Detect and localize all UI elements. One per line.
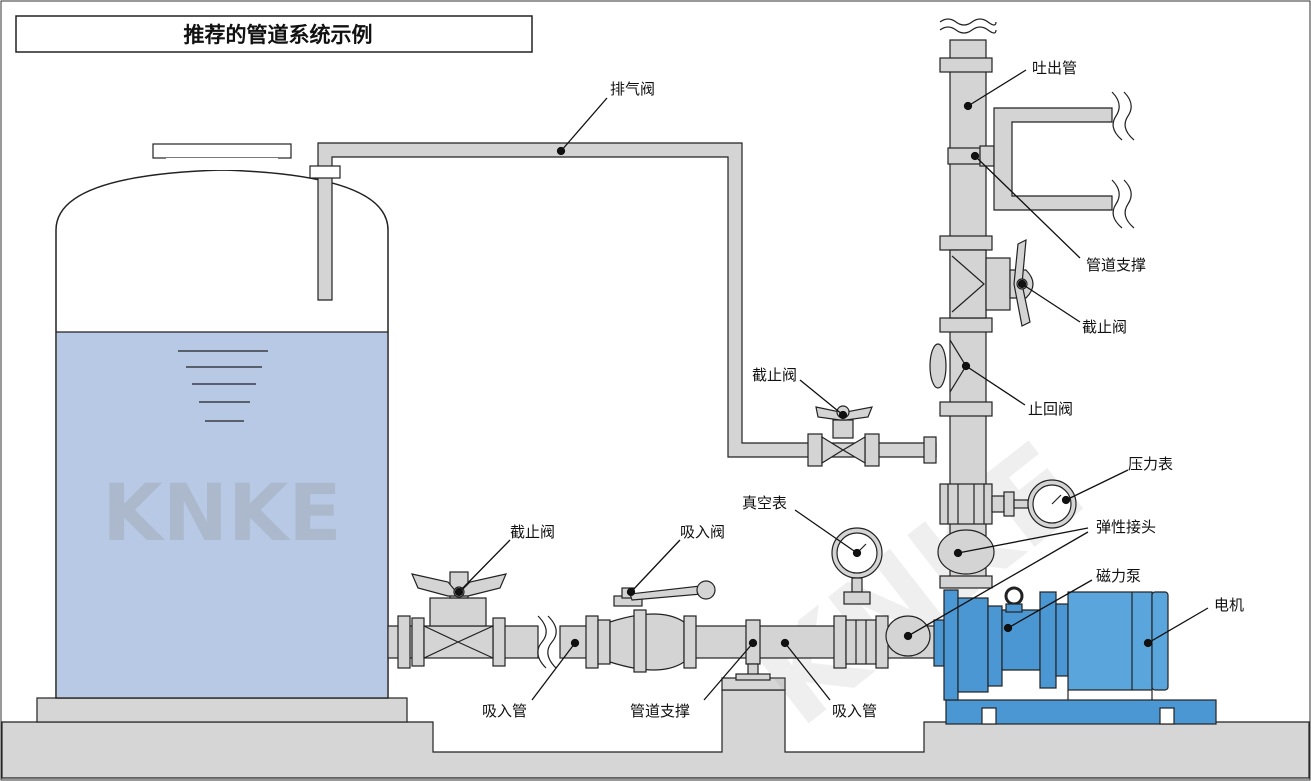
pipe-support-top	[979, 91, 1135, 229]
pressure-gauge[interactable]	[1027, 479, 1077, 529]
label-vacuum-gauge: 真空表	[742, 494, 787, 512]
mag-pump[interactable]	[933, 586, 1217, 725]
label-suction-pipe-left: 吸入管	[482, 702, 527, 720]
title-box: 推荐的管道系统示例	[15, 15, 533, 53]
labels: 排气阀 吐出管 管道支撑 截止阀 止回阀 截止阀 压力表 弹性接头 真空表 截止…	[482, 59, 1244, 720]
flex-joint-bulb	[937, 529, 995, 589]
label-suction-valve: 吸入阀	[680, 523, 725, 541]
label-pressure-gauge: 压力表	[1128, 455, 1173, 473]
water-level-lines	[178, 350, 268, 422]
label-mag-pump: 磁力泵	[1096, 567, 1141, 585]
label-stop-valve-mid: 截止阀	[752, 366, 797, 384]
label-discharge-pipe: 吐出管	[1032, 59, 1077, 77]
label-vent-valve: 排气阀	[610, 80, 655, 98]
flex-joint-top[interactable]	[939, 483, 1029, 525]
label-stop-valve-left: 截止阀	[510, 523, 555, 541]
label-motor: 电机	[1214, 596, 1244, 614]
label-stop-valve-right: 截止阀	[1082, 318, 1127, 336]
motor[interactable]	[1067, 591, 1169, 700]
tank: KNKE	[55, 143, 389, 699]
tank-lid	[152, 143, 292, 159]
page-title: 推荐的管道系统示例	[184, 23, 373, 47]
label-pipe-support-top: 管道支撑	[1086, 256, 1146, 274]
ground	[1, 677, 1310, 779]
label-pipe-support-bottom: 管道支撑	[630, 702, 690, 720]
leader-lines	[454, 69, 1209, 701]
label-flex-joint: 弹性接头	[1096, 518, 1156, 536]
stop-valve-left[interactable]	[397, 571, 508, 669]
watermark-text: KNKE	[102, 469, 341, 559]
tank-water	[57, 332, 387, 697]
label-check-valve: 止回阀	[1028, 400, 1073, 418]
label-suction-pipe-right: 吸入管	[832, 702, 877, 720]
stop-valve-mid[interactable]	[807, 405, 937, 467]
